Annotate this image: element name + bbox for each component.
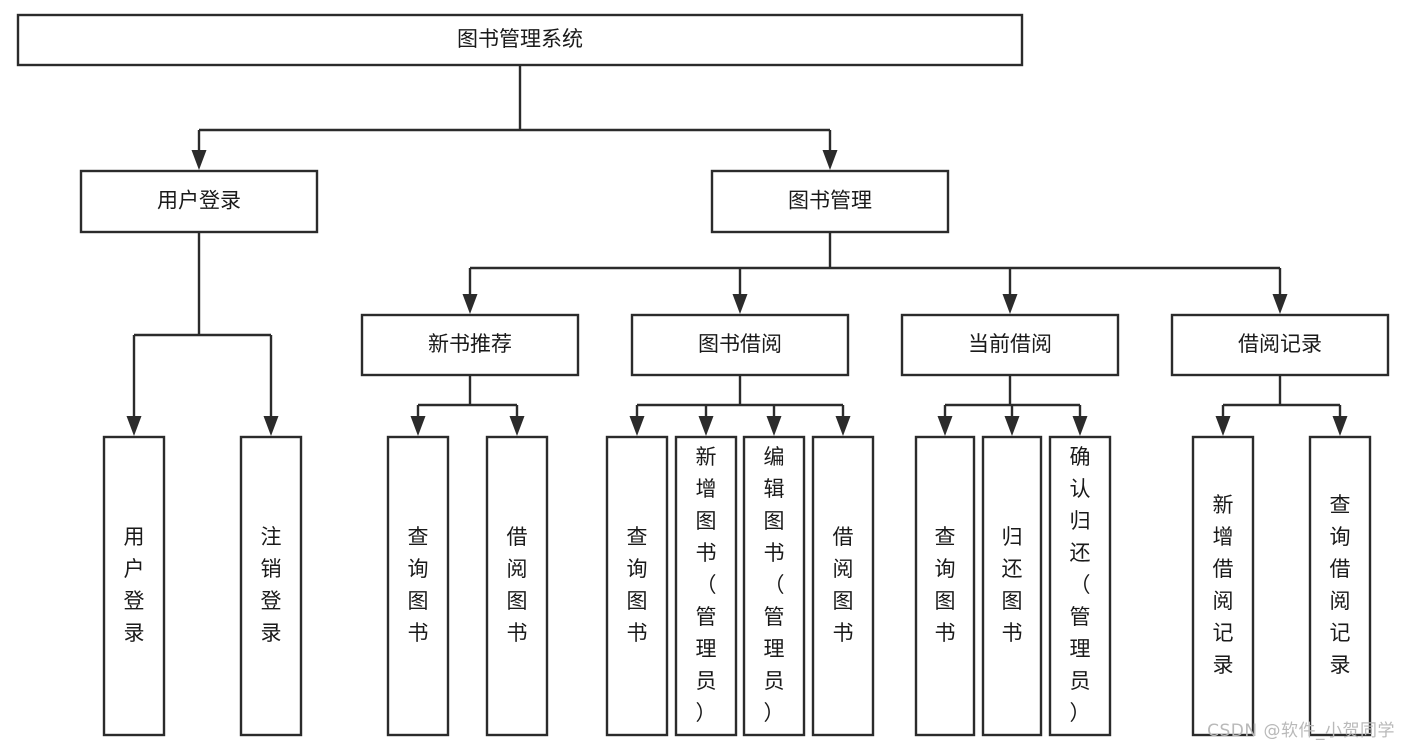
arrow-head-book-manage bbox=[822, 150, 838, 170]
node-label-new-book-recommend: 新书推荐 bbox=[428, 332, 512, 356]
node-new-book-recommend[interactable]: 新书推荐 bbox=[360, 313, 580, 377]
node-box-leaf-query-borrow-record bbox=[1308, 435, 1372, 737]
node-leaf-user-login[interactable]: 用户登录 bbox=[102, 435, 166, 737]
arrow-head-leaf-borrow-book-recommend bbox=[509, 416, 525, 436]
node-box-leaf-add-borrow-record bbox=[1191, 435, 1255, 737]
node-label-leaf-borrow-book-recommend: 借阅图书 bbox=[507, 525, 528, 645]
arrow-head-leaf-confirm-return bbox=[1072, 416, 1088, 436]
arrow-head-new-book-recommend bbox=[462, 294, 478, 314]
arrow-head-current-borrow bbox=[1002, 294, 1018, 314]
node-label-leaf-query-book-borrow: 查询图书 bbox=[627, 525, 648, 645]
node-leaf-query-book-recommend[interactable]: 查询图书 bbox=[386, 435, 450, 737]
node-box-root bbox=[16, 13, 1024, 67]
arrow-head-borrow-record bbox=[1272, 294, 1288, 314]
node-layer: 图书管理系统用户登录图书管理新书推荐图书借阅当前借阅借阅记录用户登录注销登录查询… bbox=[16, 13, 1390, 737]
arrow-head-user-login bbox=[191, 150, 207, 170]
arrow-head-leaf-borrow-book bbox=[835, 416, 851, 436]
node-label-leaf-borrow-book: 借阅图书 bbox=[833, 525, 854, 645]
node-root[interactable]: 图书管理系统 bbox=[16, 13, 1024, 67]
arrow-head-book-borrow bbox=[732, 294, 748, 314]
node-leaf-query-borrow-record[interactable]: 查询借阅记录 bbox=[1308, 435, 1372, 737]
arrow-head-leaf-return-book bbox=[1004, 416, 1020, 436]
node-box-borrow-record bbox=[1170, 313, 1390, 377]
node-box-leaf-borrow-book-recommend bbox=[485, 435, 549, 737]
node-box-current-borrow bbox=[900, 313, 1120, 377]
arrow-head-leaf-add-book bbox=[698, 416, 714, 436]
node-leaf-return-book[interactable]: 归还图书 bbox=[981, 435, 1043, 737]
node-label-root: 图书管理系统 bbox=[457, 27, 583, 51]
node-box-leaf-user-login bbox=[102, 435, 166, 737]
node-label-leaf-return-book: 归还图书 bbox=[1002, 525, 1023, 645]
arrow-head-leaf-edit-book bbox=[766, 416, 782, 436]
node-label-borrow-record: 借阅记录 bbox=[1238, 332, 1322, 356]
node-label-leaf-query-book-current: 查询图书 bbox=[935, 525, 956, 645]
node-box-new-book-recommend bbox=[360, 313, 580, 377]
node-box-leaf-query-book-current bbox=[914, 435, 976, 737]
node-label-current-borrow: 当前借阅 bbox=[968, 332, 1052, 356]
arrow-head-leaf-logout bbox=[263, 416, 279, 436]
node-box-book-borrow bbox=[630, 313, 850, 377]
node-borrow-record[interactable]: 借阅记录 bbox=[1170, 313, 1390, 377]
node-label-leaf-query-borrow-record: 查询借阅记录 bbox=[1330, 493, 1351, 677]
node-box-book-manage bbox=[710, 169, 950, 234]
node-leaf-query-book-borrow[interactable]: 查询图书 bbox=[605, 435, 669, 737]
node-leaf-add-borrow-record[interactable]: 新增借阅记录 bbox=[1191, 435, 1255, 737]
node-leaf-edit-book[interactable]: 编辑图书（管理员） bbox=[742, 435, 806, 737]
node-book-borrow[interactable]: 图书借阅 bbox=[630, 313, 850, 377]
node-box-user-login bbox=[79, 169, 319, 234]
node-leaf-borrow-book[interactable]: 借阅图书 bbox=[811, 435, 875, 737]
arrow-head-leaf-query-book-current bbox=[937, 416, 953, 436]
node-label-book-manage: 图书管理 bbox=[788, 189, 872, 213]
arrow-head-leaf-query-book-borrow bbox=[629, 416, 645, 436]
node-box-leaf-query-book-recommend bbox=[386, 435, 450, 737]
node-label-user-login: 用户登录 bbox=[157, 189, 241, 213]
node-leaf-confirm-return[interactable]: 确认归还（管理员） bbox=[1048, 435, 1112, 737]
arrow-head-leaf-query-borrow-record bbox=[1332, 416, 1348, 436]
node-leaf-add-book[interactable]: 新增图书（管理员） bbox=[674, 435, 738, 737]
node-box-leaf-add-book bbox=[674, 435, 738, 737]
node-box-leaf-confirm-return bbox=[1048, 435, 1112, 737]
node-label-leaf-add-borrow-record: 新增借阅记录 bbox=[1213, 493, 1234, 677]
node-box-leaf-edit-book bbox=[742, 435, 806, 737]
node-label-leaf-user-login: 用户登录 bbox=[124, 525, 145, 645]
node-leaf-query-book-current[interactable]: 查询图书 bbox=[914, 435, 976, 737]
node-box-leaf-logout bbox=[239, 435, 303, 737]
arrow-head-leaf-user-login bbox=[126, 416, 142, 436]
arrow-head-leaf-query-book-recommend bbox=[410, 416, 426, 436]
node-book-manage[interactable]: 图书管理 bbox=[710, 169, 950, 234]
node-label-leaf-edit-book: 编辑图书（管理员） bbox=[764, 445, 785, 725]
node-label-leaf-add-book: 新增图书（管理员） bbox=[696, 445, 717, 725]
node-box-leaf-borrow-book bbox=[811, 435, 875, 737]
node-box-leaf-query-book-borrow bbox=[605, 435, 669, 737]
node-user-login[interactable]: 用户登录 bbox=[79, 169, 319, 234]
node-label-leaf-confirm-return: 确认归还（管理员） bbox=[1070, 445, 1091, 725]
connector-layer bbox=[126, 65, 1348, 436]
node-label-leaf-query-book-recommend: 查询图书 bbox=[408, 525, 429, 645]
arrow-head-leaf-add-borrow-record bbox=[1215, 416, 1231, 436]
node-label-book-borrow: 图书借阅 bbox=[698, 332, 782, 356]
node-leaf-logout[interactable]: 注销登录 bbox=[239, 435, 303, 737]
node-label-leaf-logout: 注销登录 bbox=[261, 525, 282, 645]
node-current-borrow[interactable]: 当前借阅 bbox=[900, 313, 1120, 377]
node-leaf-borrow-book-recommend[interactable]: 借阅图书 bbox=[485, 435, 549, 737]
node-box-leaf-return-book bbox=[981, 435, 1043, 737]
